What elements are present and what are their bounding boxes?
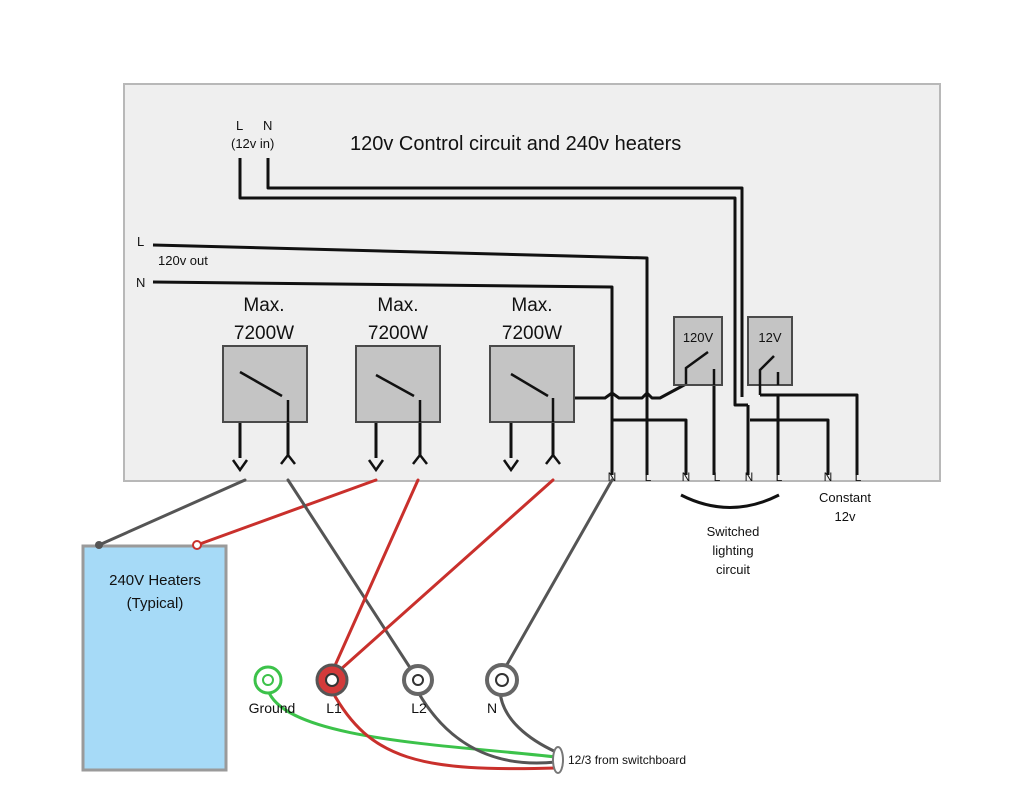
terminal-label-4: L xyxy=(714,470,721,484)
constant-12v-line2: 12v xyxy=(835,509,856,524)
terminal-label-2: L xyxy=(645,470,652,484)
l1-label: L1 xyxy=(326,700,342,716)
switched-lighting-line1: Switched xyxy=(707,524,760,539)
relay-120v-switch xyxy=(684,350,716,385)
n-terminal-to-n-wire xyxy=(503,478,614,670)
contactor-3-switch xyxy=(510,372,555,422)
contactor-2-max-label: Max. xyxy=(377,295,418,316)
n-terminal xyxy=(485,663,519,697)
contactor-3-box xyxy=(489,345,575,423)
heaters-label-line2: (Typical) xyxy=(127,595,184,612)
relay-12v-label: 12V xyxy=(758,330,781,345)
output-l-label: L xyxy=(137,234,144,249)
relay-120v-label: 120V xyxy=(683,330,714,345)
l2-terminal xyxy=(402,664,434,696)
heater-terminal-gray xyxy=(95,541,103,549)
arrow-down-2 xyxy=(367,459,385,473)
l1-cable-wire xyxy=(330,689,558,771)
arrow-up-2 xyxy=(412,452,428,465)
terminal-label-1: N xyxy=(608,470,617,484)
contactor-1-max-label: Max. xyxy=(243,295,284,316)
n-cable-wire xyxy=(498,689,558,754)
l1-terminal xyxy=(315,663,349,697)
panel-title: 120v Control circuit and 240v heaters xyxy=(350,133,681,155)
heaters-label-line1: 240V Heaters xyxy=(109,572,201,589)
contactor-3-rating-label: 7200W xyxy=(502,323,562,344)
heaters-box xyxy=(81,544,228,772)
ground-cable-wire xyxy=(266,688,558,759)
n-label: N xyxy=(487,700,497,716)
contactor-2-box xyxy=(355,345,441,423)
contactor-2-rating-label: 7200W xyxy=(368,323,428,344)
arrow-down-3 xyxy=(502,459,520,473)
arrow-up-1 xyxy=(280,452,296,465)
relay-120v-box xyxy=(673,316,723,386)
contactor-3-max-label: Max. xyxy=(511,295,552,316)
contactor-1-rating-label: 7200W xyxy=(234,323,294,344)
output-120v-label: 120v out xyxy=(158,253,208,268)
terminal-label-7: N xyxy=(824,470,833,484)
cable-end xyxy=(552,746,564,774)
contactor2-to-l1-wire xyxy=(331,478,420,672)
terminal-label-8: L xyxy=(855,470,862,484)
relay-120v: 120V xyxy=(673,316,723,386)
contactor-1: Max. 7200W xyxy=(222,295,308,423)
l2-label: L2 xyxy=(411,700,427,716)
input-l-label: L xyxy=(236,118,243,133)
l2-cable-wire xyxy=(416,690,558,765)
heater-to-contactor2-wire xyxy=(195,478,378,547)
output-n-label: N xyxy=(136,275,145,290)
arrow-down-1 xyxy=(231,459,249,473)
control-wiring xyxy=(152,158,859,509)
contactor-arrows xyxy=(231,452,561,473)
constant-12v-line1: Constant xyxy=(819,490,871,505)
terminal-label-6: L xyxy=(776,470,783,484)
heater-to-contactor1-wire xyxy=(97,478,247,547)
relay-12v-box xyxy=(747,316,793,386)
terminal-label-3: N xyxy=(682,470,691,484)
contactor-1-switch xyxy=(239,370,290,422)
relay-12v-switch xyxy=(758,355,780,395)
terminal-label-5: N xyxy=(745,470,754,484)
ground-terminal xyxy=(253,665,283,695)
arrow-up-3 xyxy=(545,452,561,465)
ground-label: Ground xyxy=(249,700,296,716)
switched-lighting-line3: circuit xyxy=(716,562,750,577)
switched-lighting-line2: lighting xyxy=(712,543,753,558)
heater-terminal-red xyxy=(192,540,202,550)
cable-label: 12/3 from switchboard xyxy=(568,753,686,767)
contactor-1-box xyxy=(222,345,308,423)
contactor-3: Max. 7200W xyxy=(489,295,575,423)
contactor1-to-l2-wire xyxy=(286,478,420,682)
input-12v-label: (12v in) xyxy=(231,136,274,151)
contactor-2-switch xyxy=(375,373,422,422)
input-n-label: N xyxy=(263,118,272,133)
contactor3-to-l1-wire xyxy=(338,478,555,672)
contactor-2: Max. 7200W xyxy=(355,295,441,423)
relay-12v: 12V xyxy=(747,316,793,395)
field-wiring xyxy=(97,478,614,771)
